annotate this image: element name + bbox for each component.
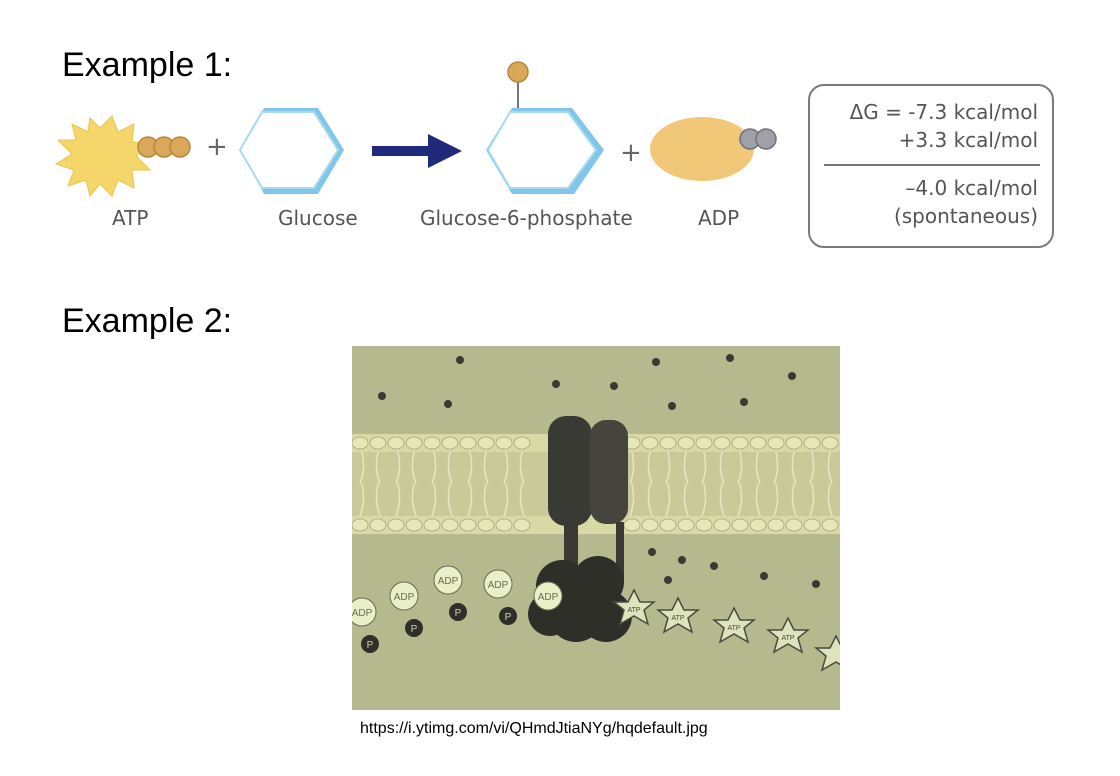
atp-synthase-illustration: ADP ADP ADP ADP ADP P P P P ATP A (352, 346, 840, 710)
atp-label: ATP (781, 635, 794, 642)
phosphate-label: P (411, 624, 418, 635)
plus-sign: + (206, 132, 228, 162)
atp-label: ATP (112, 206, 149, 230)
proton-dots-lower (648, 548, 820, 588)
atp-label: ATP (671, 615, 684, 622)
phosphate-label: P (505, 612, 512, 623)
delta-g-line-1: ΔG = -7.3 kcal/mol (849, 100, 1038, 124)
phosphate-label: P (367, 640, 374, 651)
phosphate-molecules: P P P P (361, 603, 517, 653)
delta-g-note: (spontaneous) (893, 204, 1038, 228)
adp-icon (650, 117, 777, 181)
glucose-6-phosphate-icon (486, 61, 604, 194)
adp-label: ADP (538, 592, 559, 603)
phosphate-label: P (455, 608, 462, 619)
delta-g-line-2: +3.3 kcal/mol (898, 128, 1038, 152)
adp-label: ADP (352, 608, 373, 619)
plus-sign: + (620, 138, 642, 168)
glucose-label: Glucose (278, 206, 358, 230)
image-source-caption: https://i.ytimg.com/vi/QHmdJtiaNYg/hqdef… (360, 720, 708, 737)
reaction-diagram (54, 61, 777, 198)
atp-label: ATP (627, 607, 640, 614)
proton-dots-upper (378, 354, 796, 410)
reaction-arrow (372, 134, 462, 168)
glucose-6-phosphate-label: Glucose-6-phosphate (420, 206, 633, 230)
atp-molecules: ATP ATP ATP ATP (611, 588, 840, 672)
adp-label: ADP (394, 592, 415, 603)
delta-g-total: –4.0 kcal/mol (905, 176, 1038, 200)
adp-label: ADP (488, 580, 509, 591)
delta-g-sum-rule (824, 164, 1040, 166)
delta-g-box: ΔG = -7.3 kcal/mol +3.3 kcal/mol –4.0 kc… (808, 84, 1054, 248)
glucose-hexagon-icon (238, 108, 344, 194)
atp-label: ATP (727, 625, 740, 632)
example-2-heading: Example 2: (62, 302, 233, 340)
adp-label: ADP (438, 576, 459, 587)
adp-label: ADP (698, 206, 740, 230)
atp-burst-icon (54, 115, 152, 198)
adp-molecules: ADP ADP ADP ADP ADP (352, 565, 563, 627)
example-1-heading: Example 1: (62, 46, 233, 84)
atp-phosphate-group (137, 136, 191, 158)
